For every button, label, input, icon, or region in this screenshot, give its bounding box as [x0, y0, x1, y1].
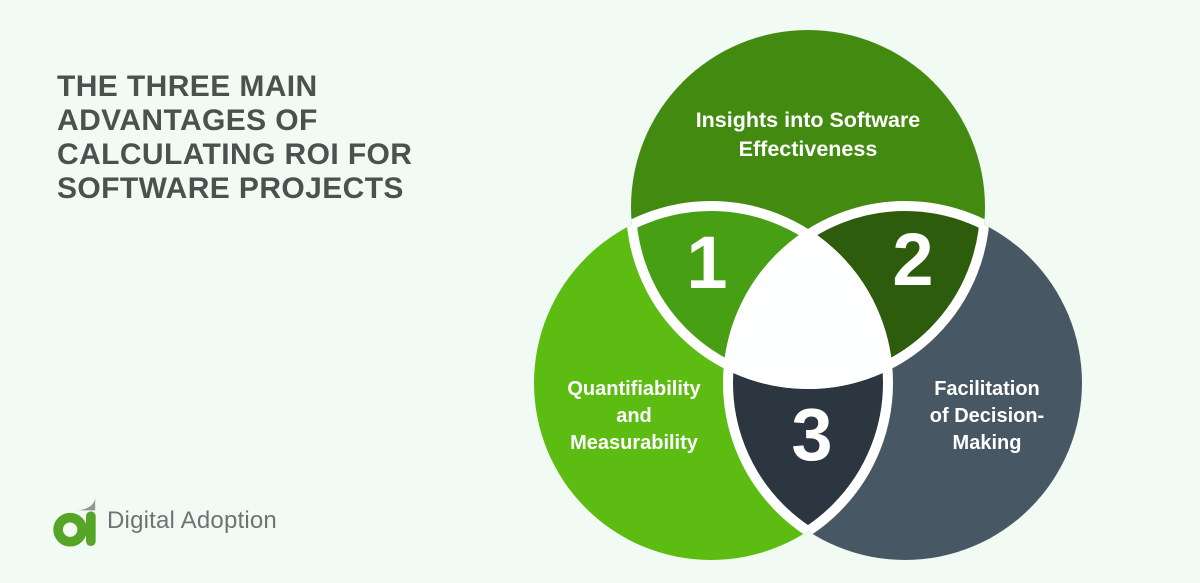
intersection-1-number: 1	[686, 221, 728, 304]
label-quantifiability: Quantifiability and Measurability	[567, 378, 701, 454]
intersection-3-number: 3	[791, 393, 833, 476]
divider-arc	[723, 206, 888, 560]
label-facilitation: Facilitation of Decision- Making	[929, 378, 1045, 454]
center-region	[728, 206, 888, 384]
logo-text: Digital Adoption	[107, 507, 277, 534]
leaf-icon	[77, 495, 96, 511]
a-bowl	[53, 512, 87, 547]
divider-arc	[728, 206, 893, 560]
digital-adoption-a-icon	[53, 495, 96, 547]
label-insights: Insights into Software Effectiveness	[695, 108, 921, 161]
intersection-2-number: 2	[892, 218, 934, 301]
digital-adoption-logo: Digital Adoption	[48, 494, 277, 548]
page-title: THE THREE MAIN ADVANTAGES OF CALCULATING…	[57, 70, 413, 205]
a-stem	[86, 511, 96, 547]
